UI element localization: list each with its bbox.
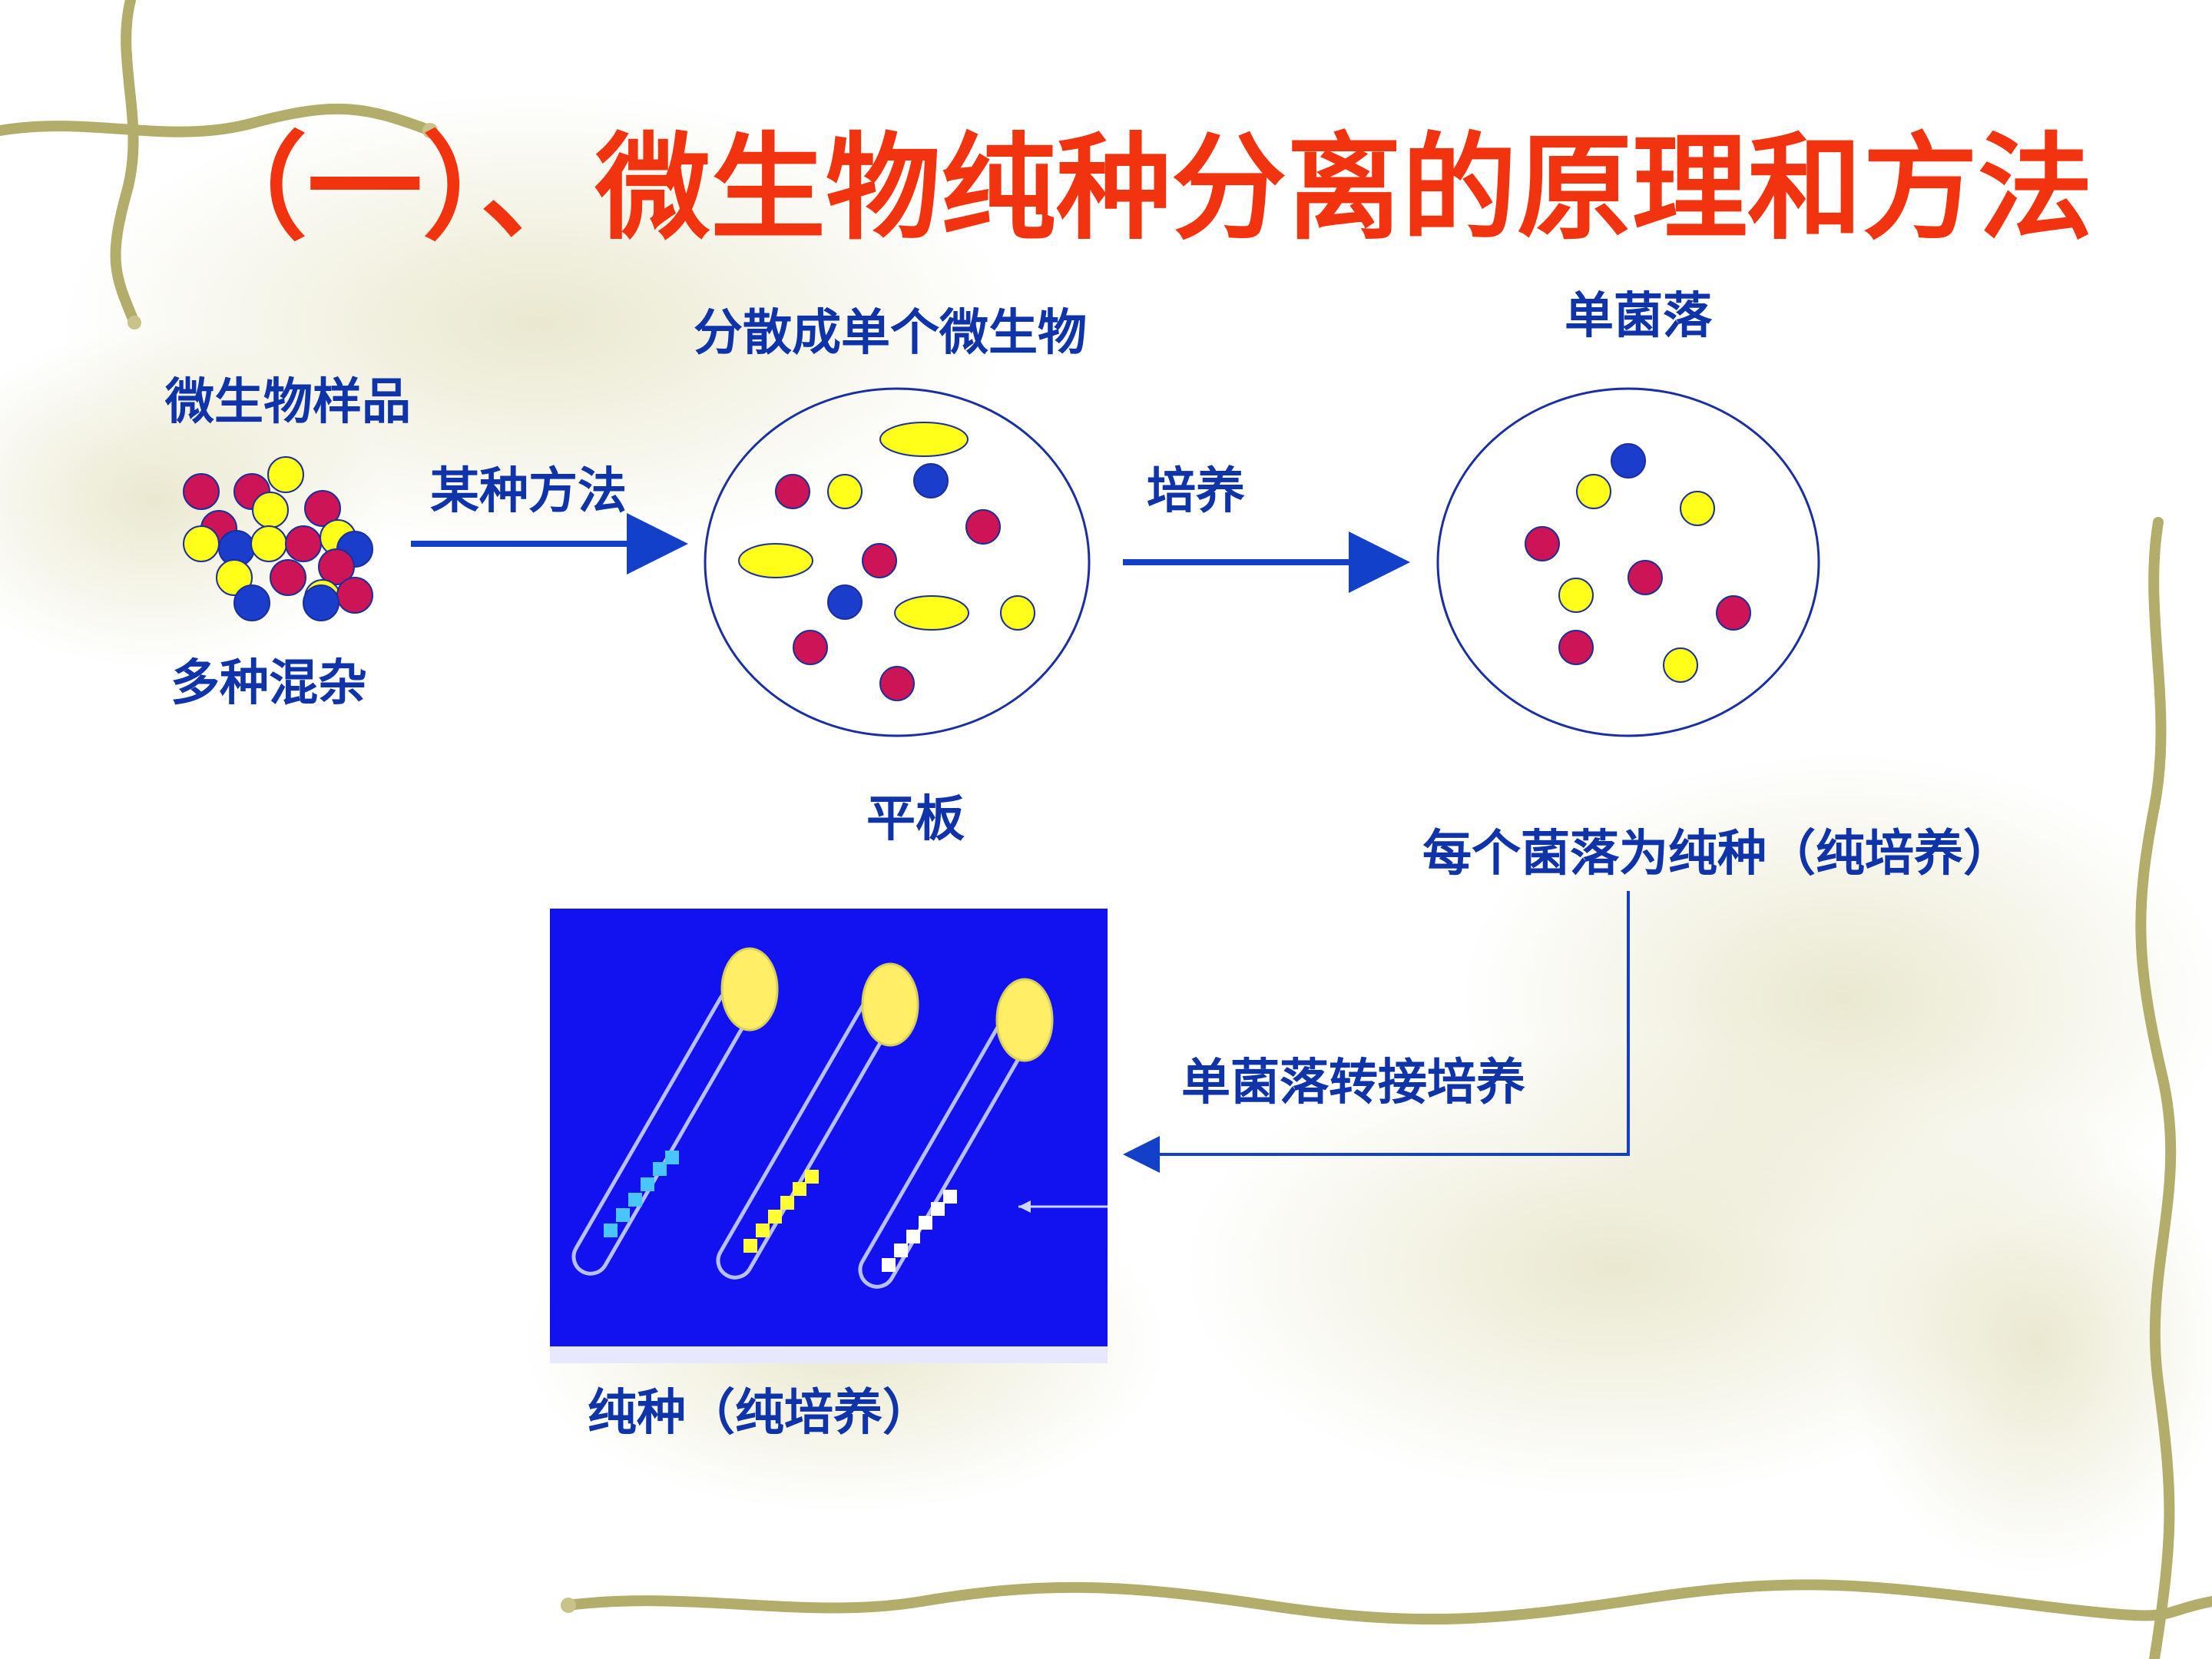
- plate-single-colonies: [1436, 387, 1820, 737]
- mixed-label: 多种混杂: [171, 655, 367, 712]
- dispersed-label: 分散成单个微生物: [694, 305, 1087, 362]
- mixed-sample-cluster: [183, 456, 373, 621]
- test-tube-middle: [716, 962, 919, 1280]
- pure-culture-label: 纯种（纯培养）: [588, 1385, 932, 1442]
- plate-dispersed: [704, 387, 1091, 737]
- sample-label: 微生物样品: [165, 374, 411, 431]
- transfer-label: 单菌落转接培养: [1181, 1055, 1525, 1111]
- test-tube-right: [858, 978, 1054, 1289]
- floral-wash: [0, 92, 2212, 1575]
- transfer-connector: [1123, 891, 1630, 1173]
- pure-culture-tube-photo: [550, 909, 1108, 1363]
- slide-title: （一）、微生物纯种分离的原理和方法: [192, 121, 2094, 256]
- method-arrow-label: 某种方法: [430, 463, 627, 520]
- single-colony-label: 单菌落: [1565, 288, 1712, 345]
- test-tube-left: [571, 947, 779, 1276]
- culture-arrow-label: 培养: [1147, 463, 1245, 520]
- plate-label: 平板: [866, 791, 965, 848]
- pure-per-colony-label: 每个菌落为纯种（纯培养）: [1422, 826, 2012, 882]
